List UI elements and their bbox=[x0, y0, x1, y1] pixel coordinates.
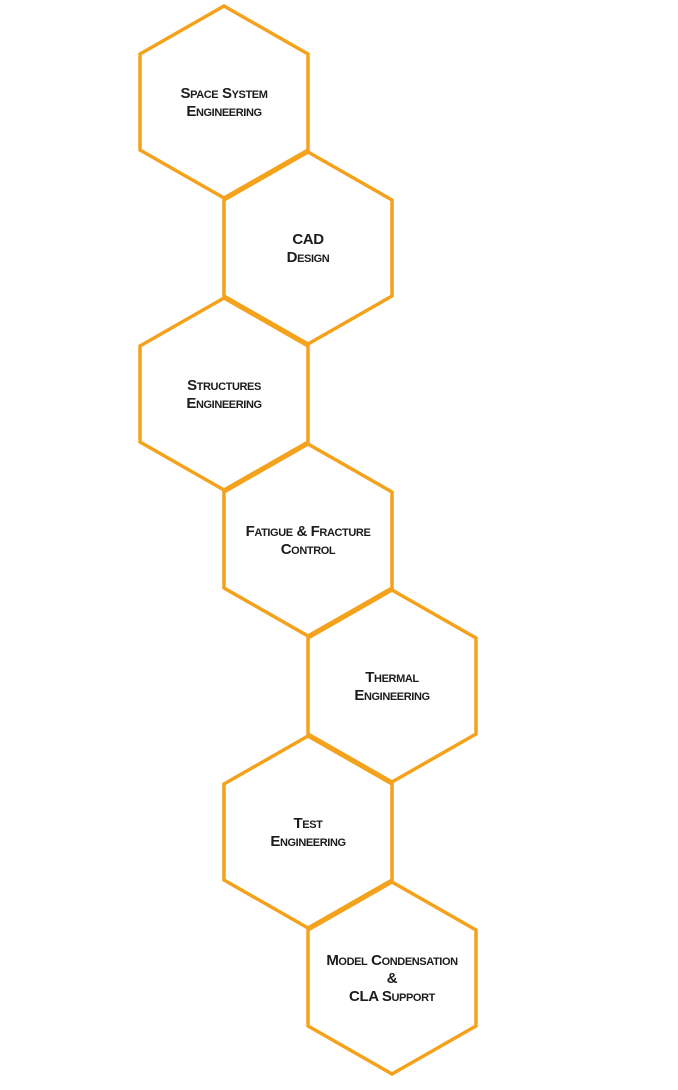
hexagon-label-line: Structures bbox=[187, 377, 261, 394]
hexagon-outline bbox=[138, 3, 310, 201]
hexagon-label-line: Engineering bbox=[354, 687, 429, 704]
hexagon-label-line: Engineering bbox=[186, 103, 261, 120]
hexagon-label-line: & bbox=[387, 970, 398, 987]
hexagon-label-line: Test bbox=[294, 815, 324, 832]
hexagon-outline bbox=[222, 149, 394, 347]
hexagon-label-line: Engineering bbox=[186, 395, 261, 412]
hexagon-outline bbox=[306, 879, 478, 1077]
hexagon-layer: Space SystemEngineeringCADDesignStructur… bbox=[138, 3, 478, 1077]
hexagon-outline bbox=[222, 441, 394, 639]
hexagon-label-line: Thermal bbox=[365, 669, 419, 686]
hexagon-label-line: Space System bbox=[180, 85, 267, 102]
hexagon-label-line: CAD bbox=[292, 231, 324, 248]
hexagon-label-line: Model Condensation bbox=[326, 952, 458, 969]
hexagon-label-line: Engineering bbox=[270, 833, 345, 850]
hexagon-model-condensation-cla-support: Model Condensation&CLA Support bbox=[306, 879, 478, 1077]
hexagon-outline bbox=[138, 295, 310, 493]
hexagon-label-line: Fatigue & Fracture bbox=[246, 523, 371, 540]
hexagon-outline bbox=[306, 587, 478, 785]
hexagon-outline bbox=[222, 733, 394, 931]
hexagon-label-line: Control bbox=[281, 541, 336, 558]
hexagon-label-line: CLA Support bbox=[349, 988, 436, 1005]
hexagon-label-line: Design bbox=[287, 249, 330, 266]
